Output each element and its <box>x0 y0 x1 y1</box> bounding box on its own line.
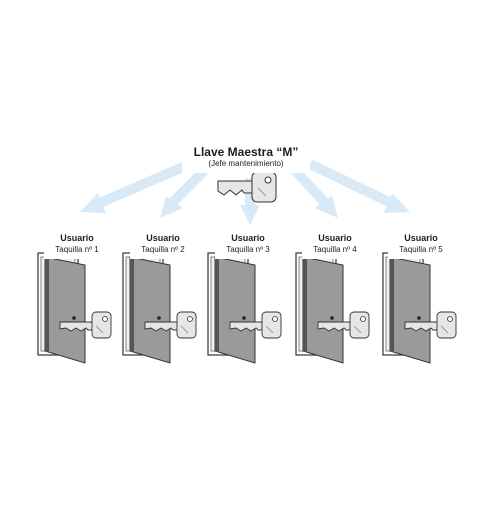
locker-3-label: Usuario Taquilla nº 3 <box>215 233 281 259</box>
locker-2-number: Taquilla nº 2 <box>141 245 185 254</box>
locker-4-user: Usuario <box>318 233 352 243</box>
locker-5-number: Taquilla nº 5 <box>399 245 443 254</box>
master-key-label: Llave Maestra “M” (Jefe mantenimiento) <box>182 143 310 173</box>
locker-3-number: Taquilla nº 3 <box>226 245 270 254</box>
locker-5-user: Usuario <box>404 233 438 243</box>
locker-3-user: Usuario <box>231 233 265 243</box>
locker-3 <box>207 252 282 364</box>
master-key-subtitle: (Jefe mantenimiento) <box>208 159 284 168</box>
master-key-icon <box>217 171 277 203</box>
distribution-arrows <box>80 159 410 225</box>
locker-1-number: Taquilla nº 1 <box>55 245 99 254</box>
locker-1 <box>37 252 112 364</box>
arrow-to-locker-4 <box>291 166 338 218</box>
locker-4-number: Taquilla nº 4 <box>313 245 357 254</box>
arrow-to-locker-1 <box>80 159 192 213</box>
locker-5 <box>382 252 457 364</box>
locker-4 <box>295 252 370 364</box>
arrow-to-locker-5 <box>307 159 410 213</box>
locker-2-user: Usuario <box>146 233 180 243</box>
locker-5-label: Usuario Taquilla nº 5 <box>388 233 454 259</box>
locker-1-user: Usuario <box>60 233 94 243</box>
locker-2 <box>122 252 197 364</box>
arrow-to-locker-2 <box>160 166 209 218</box>
locker-2-label: Usuario Taquilla nº 2 <box>130 233 196 259</box>
locker-4-label: Usuario Taquilla nº 4 <box>302 233 368 259</box>
locker-1-label: Usuario Taquilla nº 1 <box>44 233 110 259</box>
master-key-title: Llave Maestra “M” <box>193 145 299 159</box>
